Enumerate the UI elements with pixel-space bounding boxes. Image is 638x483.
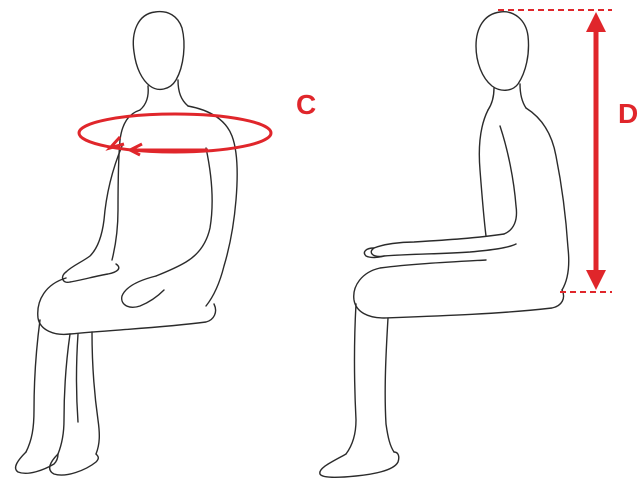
- chest-ring-ellipse: [79, 114, 271, 152]
- right-shin-outline: [92, 332, 99, 454]
- side-thigh-outline: [354, 260, 564, 318]
- measurement-label-c: C: [296, 91, 316, 119]
- left-hand-outline: [63, 264, 119, 282]
- right-hand-outline: [122, 276, 164, 307]
- chest-circumference-ring: [79, 114, 271, 155]
- left-shin-inner-outline: [58, 334, 70, 454]
- side-upper-arm-outline: [500, 126, 517, 234]
- side-foot-outline: [320, 452, 399, 477]
- head-outline: [133, 12, 184, 90]
- seated-figure-side: [320, 12, 569, 478]
- side-head-outline: [476, 12, 529, 91]
- side-back-outline: [526, 108, 569, 290]
- torso-left-outline: [112, 110, 140, 260]
- left-shin-outline: [26, 320, 40, 452]
- side-shin-back-outline: [385, 318, 394, 452]
- right-foot-outline: [50, 454, 99, 475]
- measurement-label-d: D: [618, 100, 638, 128]
- right-arm-outline: [156, 148, 212, 276]
- side-shin-front-outline: [346, 304, 356, 454]
- seated-figure-front: [16, 12, 238, 475]
- side-neck-outline: [488, 84, 526, 110]
- side-forearm-outline: [371, 234, 516, 256]
- side-chest-outline: [479, 110, 488, 236]
- right-shin-inner-outline: [77, 334, 79, 422]
- height-arrow-up-icon: [586, 12, 606, 32]
- height-arrow-down-icon: [586, 270, 606, 290]
